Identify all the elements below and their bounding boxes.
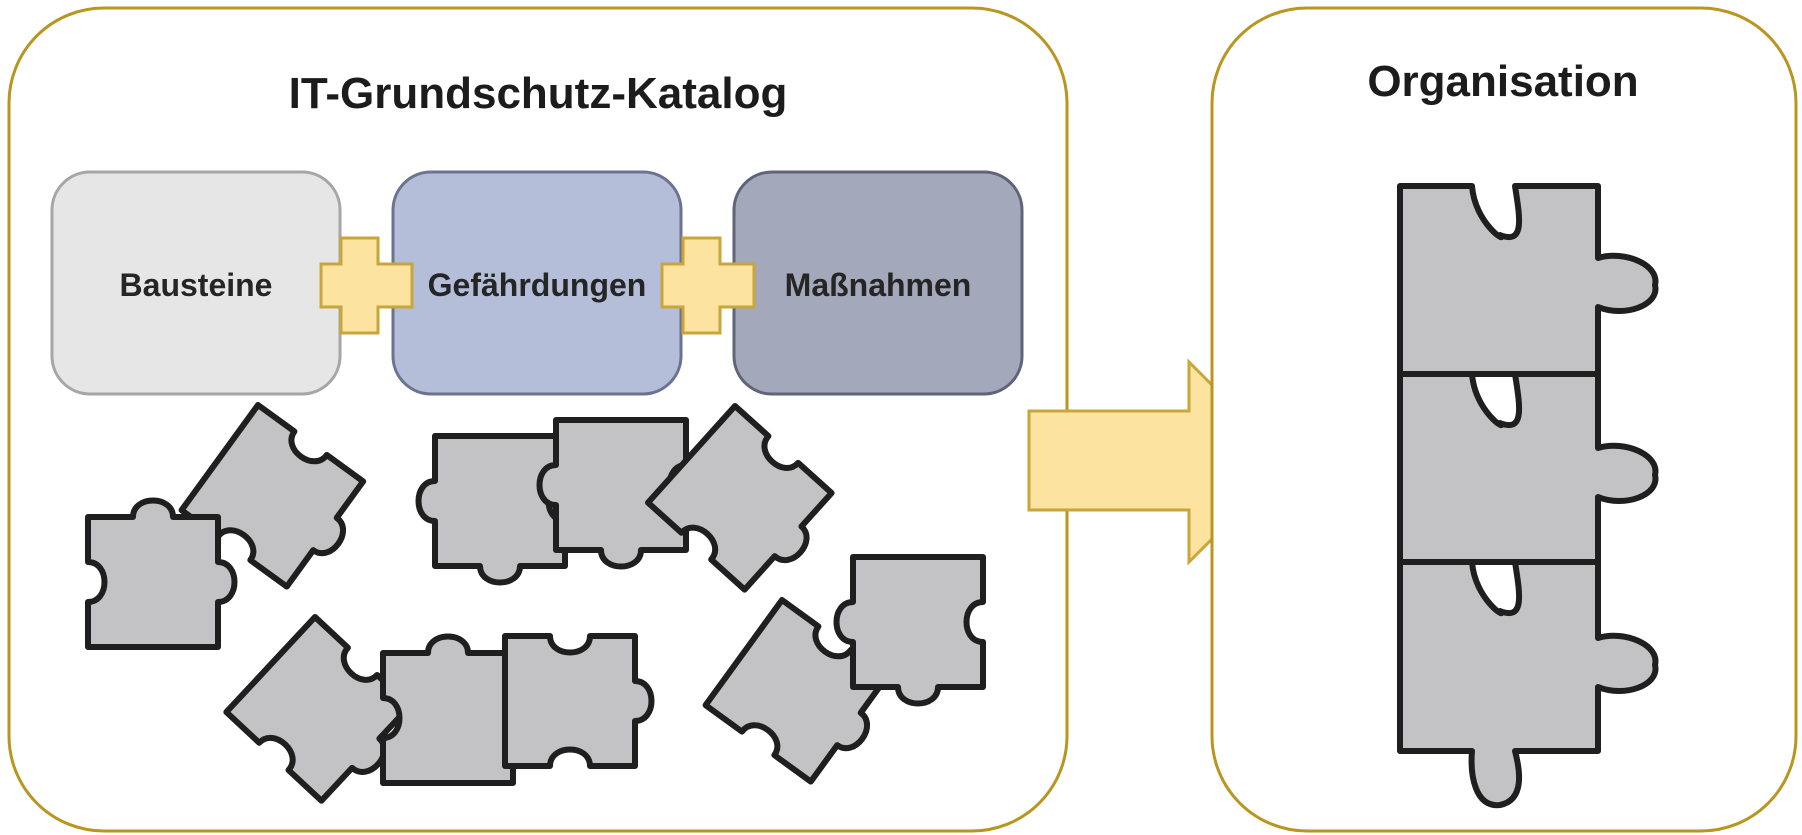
organisation-title: Organisation (1367, 57, 1638, 106)
puzzle-piece-icon (837, 557, 984, 704)
organisation-panel (1210, 6, 1798, 833)
plus-connector-icon (660, 236, 756, 335)
puzzle-piece-icon (1397, 183, 1659, 377)
puzzle-piece-icon (505, 636, 652, 766)
plus-connector-icon (319, 236, 414, 335)
puzzle-piece-icon (88, 501, 235, 648)
block-label-bausteine: Bausteine (120, 267, 273, 303)
block-label-gefaehrdungen: Gefährdungen (428, 267, 647, 303)
block-label-massnahmen: Maßnahmen (785, 267, 972, 303)
catalog-title: IT-Grundschutz-Katalog (289, 69, 788, 118)
puzzle-piece-icon (419, 436, 566, 583)
assembled-puzzle-stack (1397, 183, 1659, 809)
puzzle-piece-icon (1397, 559, 1659, 809)
puzzle-piece-icon (1397, 371, 1659, 565)
